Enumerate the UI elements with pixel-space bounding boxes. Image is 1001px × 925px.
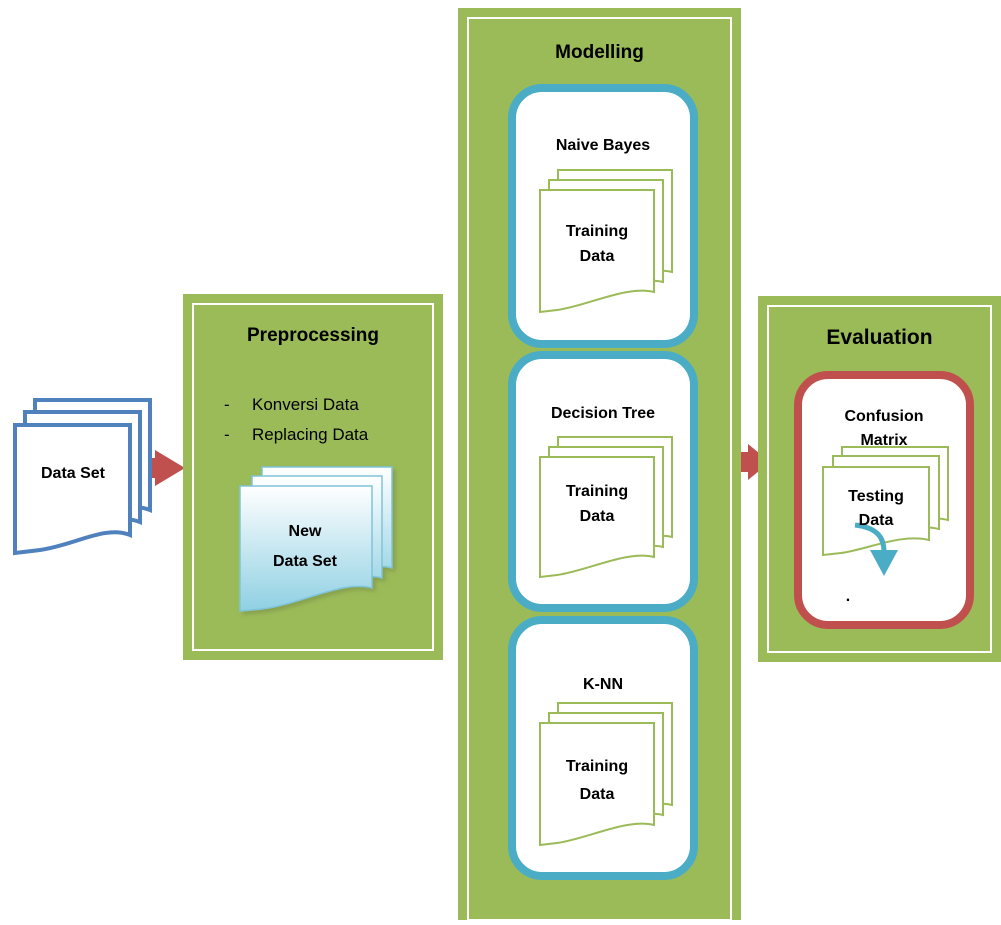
training-data-label-line1: Training bbox=[565, 758, 629, 775]
new-data-set-document-icon bbox=[239, 466, 393, 612]
model-name-naive-bayes: Naive Bayes bbox=[555, 137, 651, 154]
curved-down-arrow-icon bbox=[854, 522, 898, 576]
testing-data-label-line2: Data bbox=[858, 512, 894, 529]
testing-data-document-icon bbox=[822, 446, 949, 557]
evaluation-trailing-mark: . bbox=[845, 588, 851, 605]
training-data-label-line2: Data bbox=[579, 248, 615, 265]
data-set-label: Data Set bbox=[40, 465, 106, 482]
training-data-label-line1: Training bbox=[565, 483, 629, 500]
preprocessing-title: Preprocessing bbox=[247, 325, 379, 346]
training-data-document-icon bbox=[539, 436, 673, 579]
data-set-document-icon bbox=[13, 398, 152, 556]
model-name-decision-tree: Decision Tree bbox=[550, 405, 656, 422]
new-data-set-label-line1: New bbox=[288, 523, 322, 540]
training-data-label-line1: Training bbox=[565, 223, 629, 240]
training-data-document-icon bbox=[539, 169, 673, 314]
testing-data-label-line1: Testing bbox=[848, 488, 904, 505]
training-data-label-line2: Data bbox=[579, 508, 615, 525]
new-data-set-label-line2: Data Set bbox=[272, 553, 338, 570]
arrow-modelling-to-evaluation bbox=[735, 444, 770, 480]
preprocessing-step-bullet: - bbox=[224, 425, 230, 444]
evaluation-method-line1: Confusion bbox=[844, 408, 924, 425]
evaluation-method-line2: Matrix bbox=[860, 432, 908, 449]
evaluation-title: Evaluation bbox=[826, 326, 933, 349]
modelling-title: Modelling bbox=[555, 42, 644, 63]
preprocessing-step-replacing: Replacing Data bbox=[252, 425, 369, 444]
training-data-document-icon bbox=[539, 702, 673, 847]
model-name-knn: K-NN bbox=[583, 676, 623, 693]
training-data-label-line2: Data bbox=[579, 786, 615, 803]
preprocessing-step-konversi: Konversi Data bbox=[252, 395, 359, 414]
preprocessing-step-bullet: - bbox=[224, 395, 230, 414]
